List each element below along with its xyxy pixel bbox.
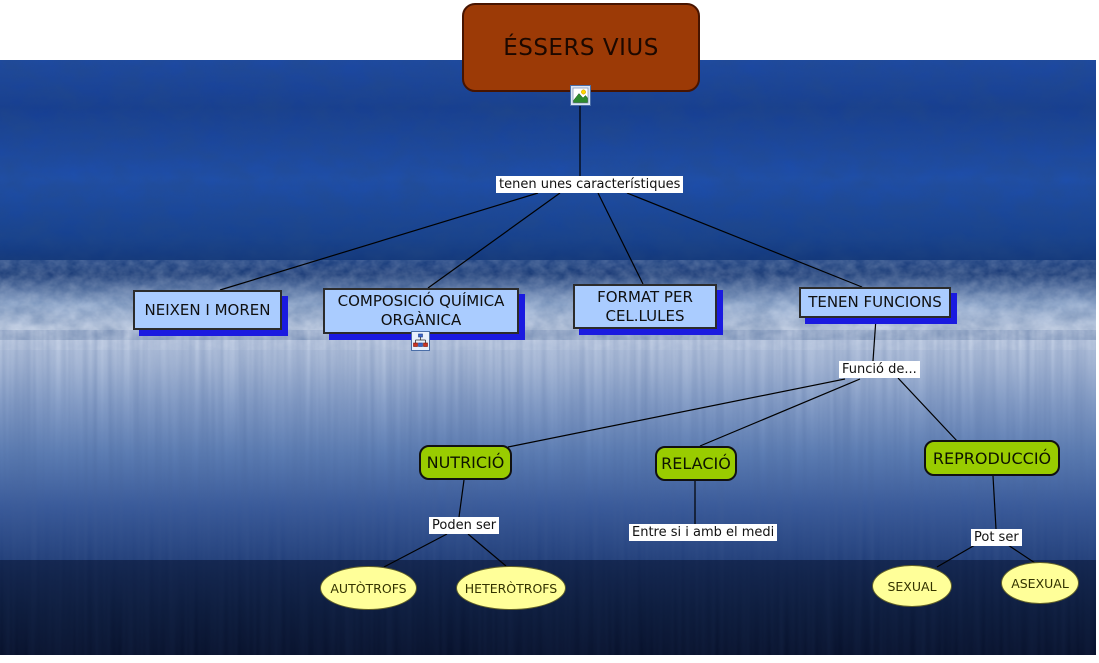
image-icon[interactable] xyxy=(570,85,591,106)
connector-line xyxy=(467,533,507,567)
concept-essers-vius[interactable]: ÉSSERS VIUS xyxy=(462,3,700,92)
concept-relacio[interactable]: RELACIÓ xyxy=(655,446,737,481)
concept-label: ÉSSERS VIUS xyxy=(503,34,659,61)
connector-line xyxy=(897,377,959,443)
connector-line xyxy=(626,192,863,288)
connector-line xyxy=(699,378,861,447)
link-label-caracteristiques[interactable]: tenen unes característiques xyxy=(496,176,684,193)
concept-heterotrofs[interactable]: HETERÒTROFS xyxy=(456,566,566,610)
concept-sexual[interactable]: SEXUAL xyxy=(872,565,952,607)
connector-line xyxy=(458,479,465,518)
concept-neixen-i-moren[interactable]: NEIXEN I MOREN xyxy=(133,290,282,330)
hierarchy-icon[interactable] xyxy=(411,331,430,351)
background-forest-photo xyxy=(0,60,1096,655)
connector-line xyxy=(219,192,539,291)
concept-autotrofs[interactable]: AUTÒTROFS xyxy=(320,566,417,610)
concept-composicio-quimica[interactable]: COMPOSICIÓ QUÍMICA ORGÀNICA xyxy=(323,288,519,334)
concept-format-per-cellules[interactable]: FORMAT PER CEL.LULES xyxy=(573,284,717,329)
concept-tenen-funcions[interactable]: TENEN FUNCIONS xyxy=(799,287,951,318)
concept-asexual[interactable]: ASEXUAL xyxy=(1001,562,1079,604)
link-label-entre-si-i-amb-el-medi[interactable]: Entre si i amb el medi xyxy=(629,524,778,541)
connector-line xyxy=(992,475,997,530)
connector-line xyxy=(872,317,877,362)
link-label-poden-ser[interactable]: Poden ser xyxy=(429,517,500,534)
link-label-funcio-de[interactable]: Funció de... xyxy=(839,361,920,378)
connector-line xyxy=(383,533,448,568)
concept-nutricio[interactable]: NUTRICIÓ xyxy=(419,445,512,480)
connector-line xyxy=(1007,544,1039,566)
connector-line xyxy=(427,192,561,289)
connector-line xyxy=(936,544,976,568)
link-label-pot-ser[interactable]: Pot ser xyxy=(971,529,1022,546)
connector-line xyxy=(597,192,644,285)
connector-line xyxy=(507,378,846,448)
concept-reproduccio[interactable]: REPRODUCCIÓ xyxy=(924,440,1060,476)
